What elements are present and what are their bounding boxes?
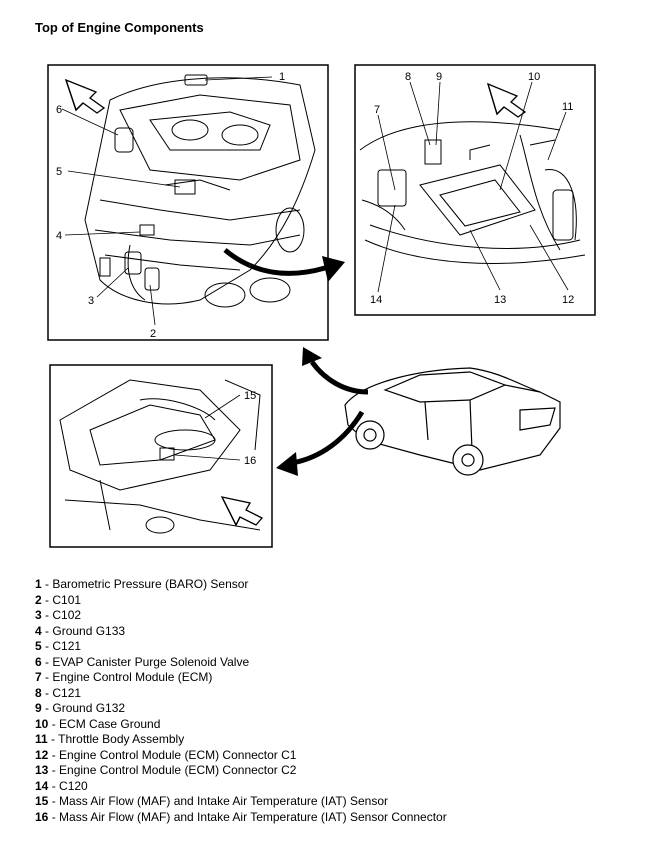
legend-item-8: 8 - C121: [35, 685, 82, 700]
legend-item-10: 10 - ECM Case Ground: [35, 716, 161, 731]
legend-item-15: 15 - Mass Air Flow (MAF) and Intake Air …: [35, 794, 389, 808]
legend-item-14: 14 - C120: [35, 778, 88, 793]
legend-item-7: 7 - Engine Control Module (ECM): [35, 670, 213, 684]
callout-1: 1: [279, 71, 285, 83]
engine-view-panel: 1 2 3 4 5 6: [47, 64, 329, 341]
callout-6: 6: [56, 104, 62, 116]
legend-item-13: 13 - Engine Control Module (ECM) Connect…: [35, 763, 297, 777]
vehicle-locator: [344, 367, 561, 476]
ecm-view-panel: 7 8 9 10 11 12 13 14: [354, 64, 596, 316]
callout-8: 8: [405, 71, 411, 83]
legend-item-2: 2 - C101: [35, 592, 82, 607]
callout-15: 15: [244, 390, 256, 402]
legend-item-6: 6 - EVAP Canister Purge Solenoid Valve: [35, 654, 250, 669]
callout-2: 2: [150, 328, 156, 340]
legend-item-16: 16 - Mass Air Flow (MAF) and Intake Air …: [35, 809, 447, 824]
legend-item-11: 11 - Throttle Body Assembly: [35, 732, 185, 746]
callout-9: 9: [436, 71, 442, 83]
legend-item-5: 5 - C121: [35, 639, 82, 653]
legend-item-4: 4 - Ground G133: [35, 623, 126, 638]
callout-7: 7: [374, 104, 380, 116]
component-diagram: 1 2 3 4 5 6: [47, 64, 596, 548]
maf-view-panel: 15 16: [49, 364, 273, 548]
callout-4: 4: [56, 230, 62, 242]
callout-11: 11: [562, 101, 573, 113]
callout-12: 12: [562, 294, 574, 306]
callout-16: 16: [244, 455, 256, 467]
callout-13: 13: [494, 294, 506, 306]
component-legend: 1 - Barometric Pressure (BARO) Sensor 2 …: [35, 577, 447, 825]
callout-3: 3: [88, 295, 94, 307]
legend-item-1: 1 - Barometric Pressure (BARO) Sensor: [35, 577, 249, 591]
callout-5: 5: [56, 166, 62, 178]
page-title: Top of Engine Components: [35, 20, 204, 35]
callout-10: 10: [528, 71, 540, 83]
location-arrows: [223, 248, 369, 476]
callout-14: 14: [370, 294, 382, 306]
legend-item-9: 9 - Ground G132: [35, 701, 126, 715]
legend-item-3: 3 - C102: [35, 608, 82, 622]
legend-item-12: 12 - Engine Control Module (ECM) Connect…: [35, 747, 297, 762]
